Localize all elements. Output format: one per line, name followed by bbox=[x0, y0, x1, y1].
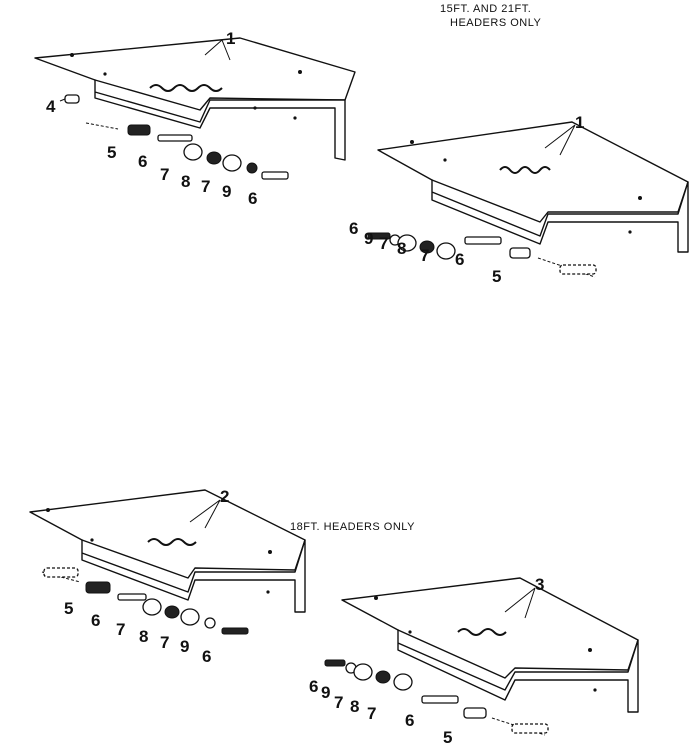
br-part-5-shaft-dashed bbox=[511, 723, 549, 734]
bl-part-9-nut bbox=[204, 617, 216, 629]
bottom-left-break-line bbox=[147, 538, 197, 546]
tr-part-6-bolt bbox=[367, 232, 391, 240]
bl-part-5-shaft-dashed bbox=[43, 567, 79, 578]
note-18ft-headers-only: 18FT. HEADERS ONLY bbox=[290, 521, 415, 533]
callout-tl-5: 5 bbox=[107, 143, 116, 162]
callout-tr-8: 8 bbox=[397, 239, 406, 258]
tr-part-7-washer bbox=[397, 234, 417, 252]
tl-part-4-plug bbox=[64, 94, 80, 104]
callout-br-9: 9 bbox=[321, 683, 330, 702]
tr-part-5-coupler bbox=[509, 247, 531, 259]
assembly-top-right bbox=[367, 121, 689, 278]
tl-part-7-washer bbox=[183, 143, 203, 161]
callout-tr-6b: 6 bbox=[455, 250, 464, 269]
bottom-left-plate bbox=[29, 489, 306, 579]
bl-part-7-washer bbox=[142, 598, 162, 616]
callout-br-8: 8 bbox=[350, 697, 359, 716]
callout-tl-7a: 7 bbox=[160, 165, 169, 184]
callout-br-7b: 7 bbox=[367, 704, 376, 723]
callout-tl-6a: 6 bbox=[138, 152, 147, 171]
tl-part-9-nut bbox=[246, 162, 258, 174]
top-left-plate bbox=[34, 37, 356, 111]
callout-tl-8: 8 bbox=[181, 172, 190, 191]
tl-part-6-pin bbox=[157, 134, 193, 142]
tl-part-8-bearing bbox=[206, 151, 222, 165]
bottom-left-flange bbox=[81, 539, 306, 613]
br-part-7-washer bbox=[353, 663, 373, 681]
bottom-right-flange bbox=[397, 629, 639, 713]
top-left-flange bbox=[94, 79, 346, 161]
callout-bl-7b: 7 bbox=[160, 633, 169, 652]
br-part-6b-pin bbox=[421, 695, 459, 704]
br-part-7b-washer bbox=[393, 673, 413, 691]
bottom-right-plate bbox=[341, 577, 639, 679]
callout-tr-7b: 7 bbox=[420, 246, 429, 265]
tr-part-6b-pin bbox=[464, 236, 502, 245]
callout-br-6a: 6 bbox=[309, 677, 318, 696]
top-right-flange bbox=[431, 179, 689, 253]
callout-tl-9: 9 bbox=[222, 182, 231, 201]
callout-br-6b: 6 bbox=[405, 711, 414, 730]
callout-tr-5: 5 bbox=[492, 267, 501, 286]
callout-4: 4 bbox=[46, 97, 56, 116]
callout-bl-9: 9 bbox=[180, 637, 189, 656]
callout-3: 3 bbox=[535, 575, 544, 594]
tr-part-8-bearing bbox=[419, 240, 435, 254]
tr-part-7b-washer bbox=[436, 242, 456, 260]
callout-br-7a: 7 bbox=[334, 693, 343, 712]
br-part-5-coupler bbox=[463, 707, 487, 719]
top-right-break-line bbox=[499, 166, 551, 174]
assembly-bottom-left bbox=[29, 489, 306, 635]
bl-part-6-pin bbox=[117, 593, 147, 601]
callout-bl-7a: 7 bbox=[116, 620, 125, 639]
callout-2: 2 bbox=[220, 487, 229, 506]
bottom-right-break-line bbox=[457, 628, 507, 636]
br-part-6-bolt bbox=[324, 659, 346, 667]
callout-tl-6b: 6 bbox=[248, 189, 257, 208]
tr-part-5-shaft-dashed bbox=[559, 264, 597, 275]
bl-part-8-bearing bbox=[164, 605, 180, 619]
note-headers-only: HEADERS ONLY bbox=[450, 17, 542, 29]
callout-tr-7a: 7 bbox=[379, 234, 388, 253]
callout-bl-8: 8 bbox=[139, 627, 148, 646]
bl-part-5-coupler bbox=[85, 581, 111, 594]
note-15ft-21ft: 15FT. AND 21FT. bbox=[440, 3, 531, 15]
bl-part-7b-washer bbox=[180, 608, 200, 626]
callout-bl-6b: 6 bbox=[202, 647, 211, 666]
assembly-bottom-right bbox=[324, 577, 639, 736]
callout-tl-7b: 7 bbox=[201, 177, 210, 196]
tl-part-6b-pin bbox=[261, 171, 289, 180]
tl-part-7b-washer bbox=[222, 154, 242, 172]
callout-tr-6a: 6 bbox=[349, 219, 358, 238]
callout-bl-6a: 6 bbox=[91, 611, 100, 630]
top-left-break-line bbox=[149, 84, 223, 92]
callout-1-top-left: 1 bbox=[226, 29, 235, 48]
tl-part-5-coupler bbox=[127, 124, 151, 136]
callout-1-top-right: 1 bbox=[575, 113, 584, 132]
assembly-top-left bbox=[34, 37, 356, 180]
callout-br-5: 5 bbox=[443, 728, 452, 747]
callout-tr-9: 9 bbox=[364, 229, 373, 248]
callout-bl-5: 5 bbox=[64, 599, 73, 618]
bl-part-6b-bolt bbox=[221, 627, 249, 635]
br-part-8-bearing bbox=[375, 670, 391, 684]
